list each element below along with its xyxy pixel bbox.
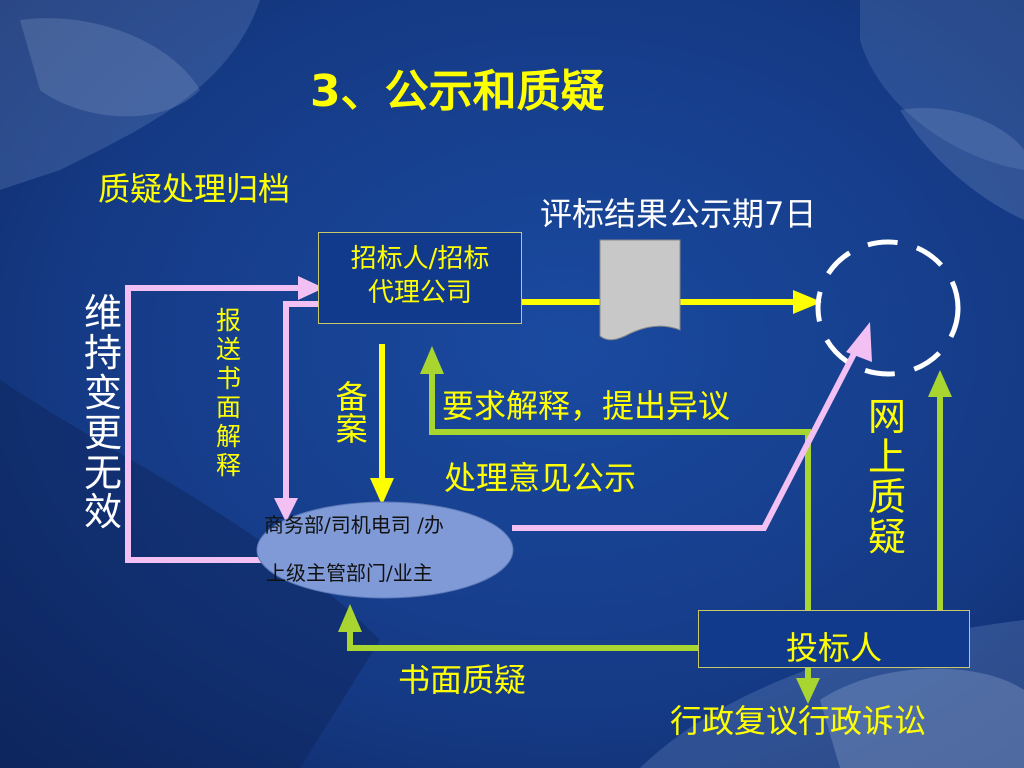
page-title: 3、公示和质疑: [310, 66, 605, 117]
online-char-4: 疑: [868, 514, 907, 559]
arrow-written-query: [338, 604, 700, 651]
report-char-1: 报: [216, 306, 242, 335]
report-written-explanation-label: 报 送 书 面 解 释: [216, 306, 241, 480]
maintain-char-3: 变: [84, 370, 123, 415]
arrow-request-explanation: [420, 346, 811, 610]
arrow-opinion-publicity: [512, 322, 872, 531]
archive-label: 质疑处理归档: [98, 170, 291, 208]
bidder-label: 投标人: [785, 629, 882, 667]
filing-label: 备案: [330, 380, 369, 444]
tenderer-line-2: 代理公司: [367, 277, 472, 308]
online-char-1: 网: [868, 395, 907, 439]
publicity-period-label: 评标结果公示期7日: [540, 195, 817, 233]
filing-text: 备案: [330, 380, 369, 444]
arrow-maintain-change: [125, 276, 324, 563]
maintain-char-1: 维: [84, 291, 123, 335]
written-query-label: 书面质疑: [398, 661, 527, 699]
opinion-publicity-label: 处理意见公示: [444, 459, 637, 497]
authority-line-1: 商务部/司机电司 /办: [264, 513, 444, 537]
maintain-change-void-label: 维 持 变 更 无 效: [84, 291, 123, 535]
publicity-circle: [815, 239, 961, 377]
arrow-report-written: [274, 301, 318, 522]
authority-line-2: 上级主管部门/业主: [266, 561, 433, 585]
maintain-char-2: 持: [84, 330, 123, 375]
tenderer-line-1: 招标人/招标: [350, 244, 490, 274]
document-shape: [599, 239, 681, 341]
report-char-6: 释: [216, 451, 242, 480]
administrative-review-label: 行政复议行政诉讼: [670, 702, 927, 740]
online-query-label: 网 上 质 疑: [868, 395, 907, 559]
report-char-4: 面: [216, 393, 242, 422]
maintain-char-4: 更: [84, 410, 123, 455]
arrow-filing: [370, 344, 394, 505]
authority-ellipse: [256, 501, 514, 599]
tenderer-box: 招标人/招标 代理公司: [318, 232, 522, 324]
maintain-char-5: 无: [84, 450, 123, 495]
report-char-3: 书: [216, 364, 242, 393]
request-explanation-label: 要求解释，提出异议: [442, 387, 731, 425]
bidder-box: 投标人: [698, 610, 970, 668]
report-char-2: 送: [216, 335, 242, 364]
online-char-3: 质: [868, 474, 907, 519]
online-char-2: 上: [868, 434, 907, 479]
arrow-online-query: [928, 370, 952, 610]
report-char-5: 解: [216, 422, 242, 451]
maintain-char-6: 效: [84, 490, 123, 535]
